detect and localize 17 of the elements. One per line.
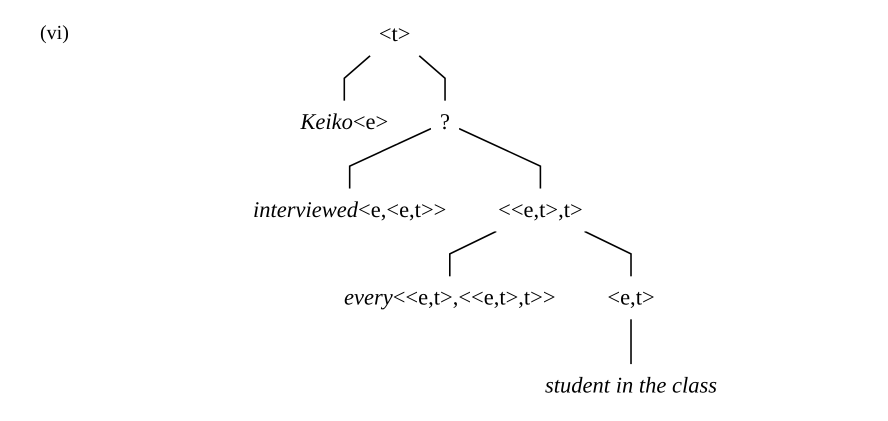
example-number: (vi) <box>40 22 69 45</box>
node-text: <<e,t>,t> <box>498 198 583 222</box>
node-text: <e,t> <box>607 285 655 310</box>
node-text: interviewed<e,<e,t>> <box>253 198 446 222</box>
tree-diagram: <t> Keiko<e> ? interviewed<e,<e,t>> <<e,t>,t> every<<e,t>,<<e,t>,t>> <e,t> student in the class <box>90 4 880 416</box>
connector <box>418 55 446 101</box>
node-text: every<<e,t>,<<e,t>,t>> <box>344 285 556 310</box>
node-text: ? <box>440 110 450 135</box>
connector <box>344 55 371 101</box>
node-text: <t> <box>378 22 410 47</box>
connector <box>449 230 497 276</box>
node-text: Keiko<e> <box>300 110 388 135</box>
connector <box>348 128 432 189</box>
connector <box>458 128 542 189</box>
connector <box>584 230 632 276</box>
connector <box>630 319 632 364</box>
node-text: student in the class <box>545 373 717 398</box>
